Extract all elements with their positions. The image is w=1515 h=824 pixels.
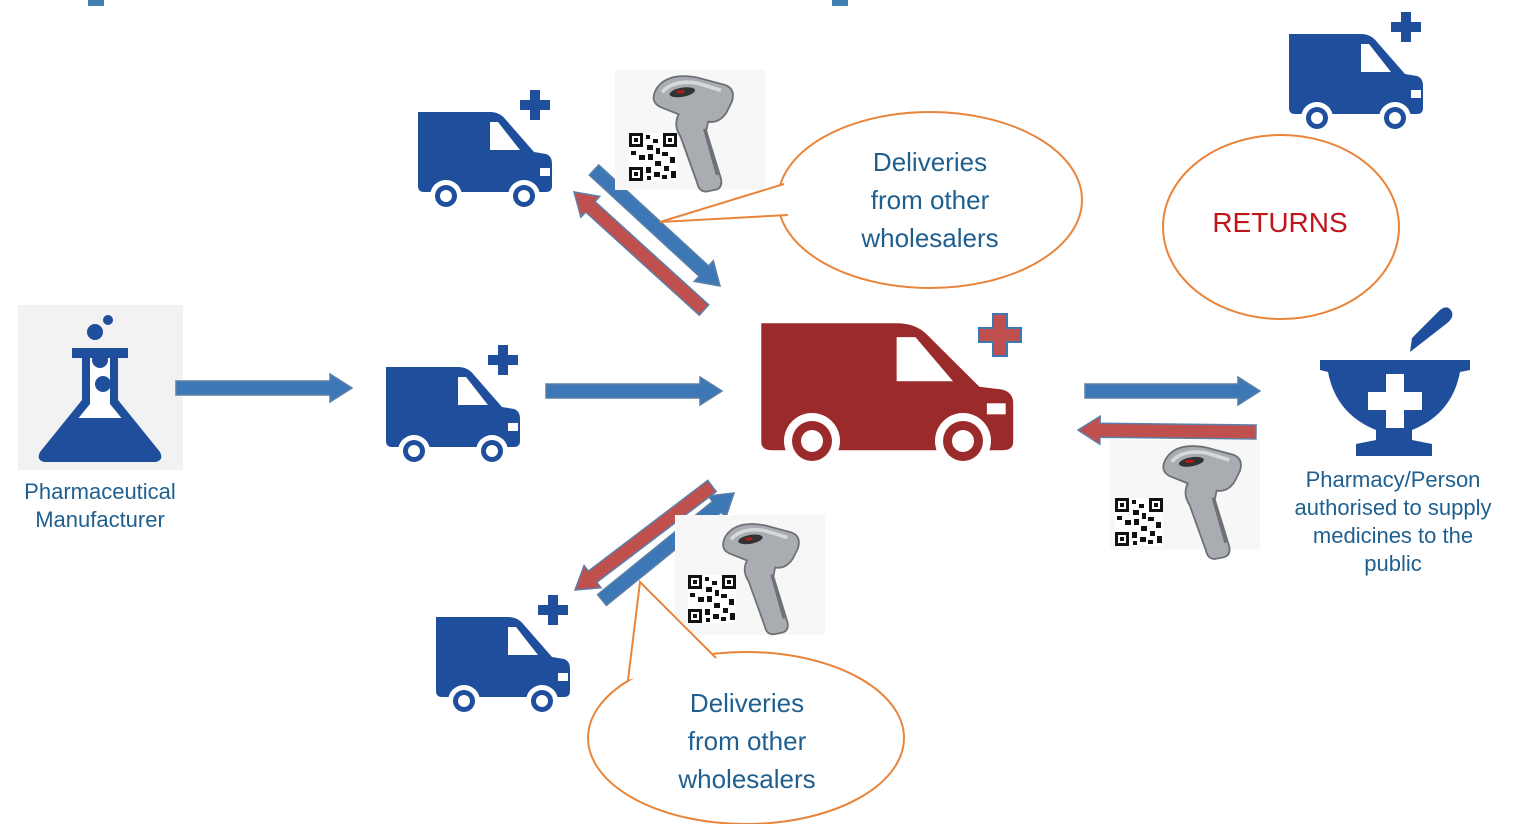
pharmacy-label-line4: public — [1364, 551, 1422, 577]
bottom-bubble-line2: from other — [687, 725, 807, 756]
top-edge-bar-left — [88, 0, 104, 6]
returns-label: RETURNS — [1212, 207, 1348, 238]
bottom-bubble-text: Deliveries from other wholesalers — [617, 685, 877, 799]
pharmacy-label: Pharmacy/Person authorised to supply med… — [1268, 466, 1515, 579]
top-edge-bar-right — [832, 0, 848, 6]
top-bubble-line1: Deliveries — [872, 147, 988, 177]
manufacturer-label: Pharmaceutical Manufacturer — [0, 478, 200, 534]
right-qr-code-icon — [1115, 498, 1163, 546]
manufacturer-label-line1: Pharmaceutical — [24, 479, 176, 504]
arrow-wholesaler-to-pharmacy — [1084, 375, 1262, 407]
central-wholesaler-van-icon — [761, 313, 1022, 469]
bottom-bubble-line1: Deliveries — [689, 688, 805, 718]
middle-distributor-van-icon — [386, 345, 520, 467]
manufacturer-label-line2: Manufacturer — [35, 507, 165, 533]
top-bubble-line3: wholesalers — [861, 222, 999, 253]
arrow-pharmacy-to-wholesaler — [1076, 414, 1257, 446]
pharmacy-mortar-icon — [1320, 307, 1470, 456]
arrow-manufacturer-to-van — [175, 372, 354, 404]
top-bubble-line2: from other — [870, 184, 990, 215]
manufacturer-flask-icon — [18, 305, 183, 470]
bottom-bubble-line3: wholesalers — [678, 763, 816, 794]
arrow-van-to-wholesaler — [545, 375, 724, 407]
returns-bubble — [1162, 134, 1400, 320]
arrow-wholesaler-to-bottom-van — [573, 479, 718, 591]
pharmacy-label-line1: Pharmacy/Person — [1305, 467, 1481, 492]
bottom-callout-bubble — [587, 579, 905, 824]
pharmacy-label-line3: medicines to the — [1312, 523, 1474, 549]
top-qr-code-icon — [629, 133, 677, 181]
arrow-wholesaler-to-top-van — [572, 191, 710, 317]
top-bubble-text: Deliveries from other wholesalers — [800, 144, 1060, 258]
bottom-qr-code-icon — [688, 575, 736, 623]
pharmacy-label-line2: authorised to supply — [1294, 495, 1492, 521]
top-callout-bubble — [659, 111, 1083, 289]
top-wholesaler-van-icon — [418, 90, 552, 212]
returns-van-icon — [1289, 12, 1423, 134]
bottom-wholesaler-van-icon — [436, 595, 570, 717]
